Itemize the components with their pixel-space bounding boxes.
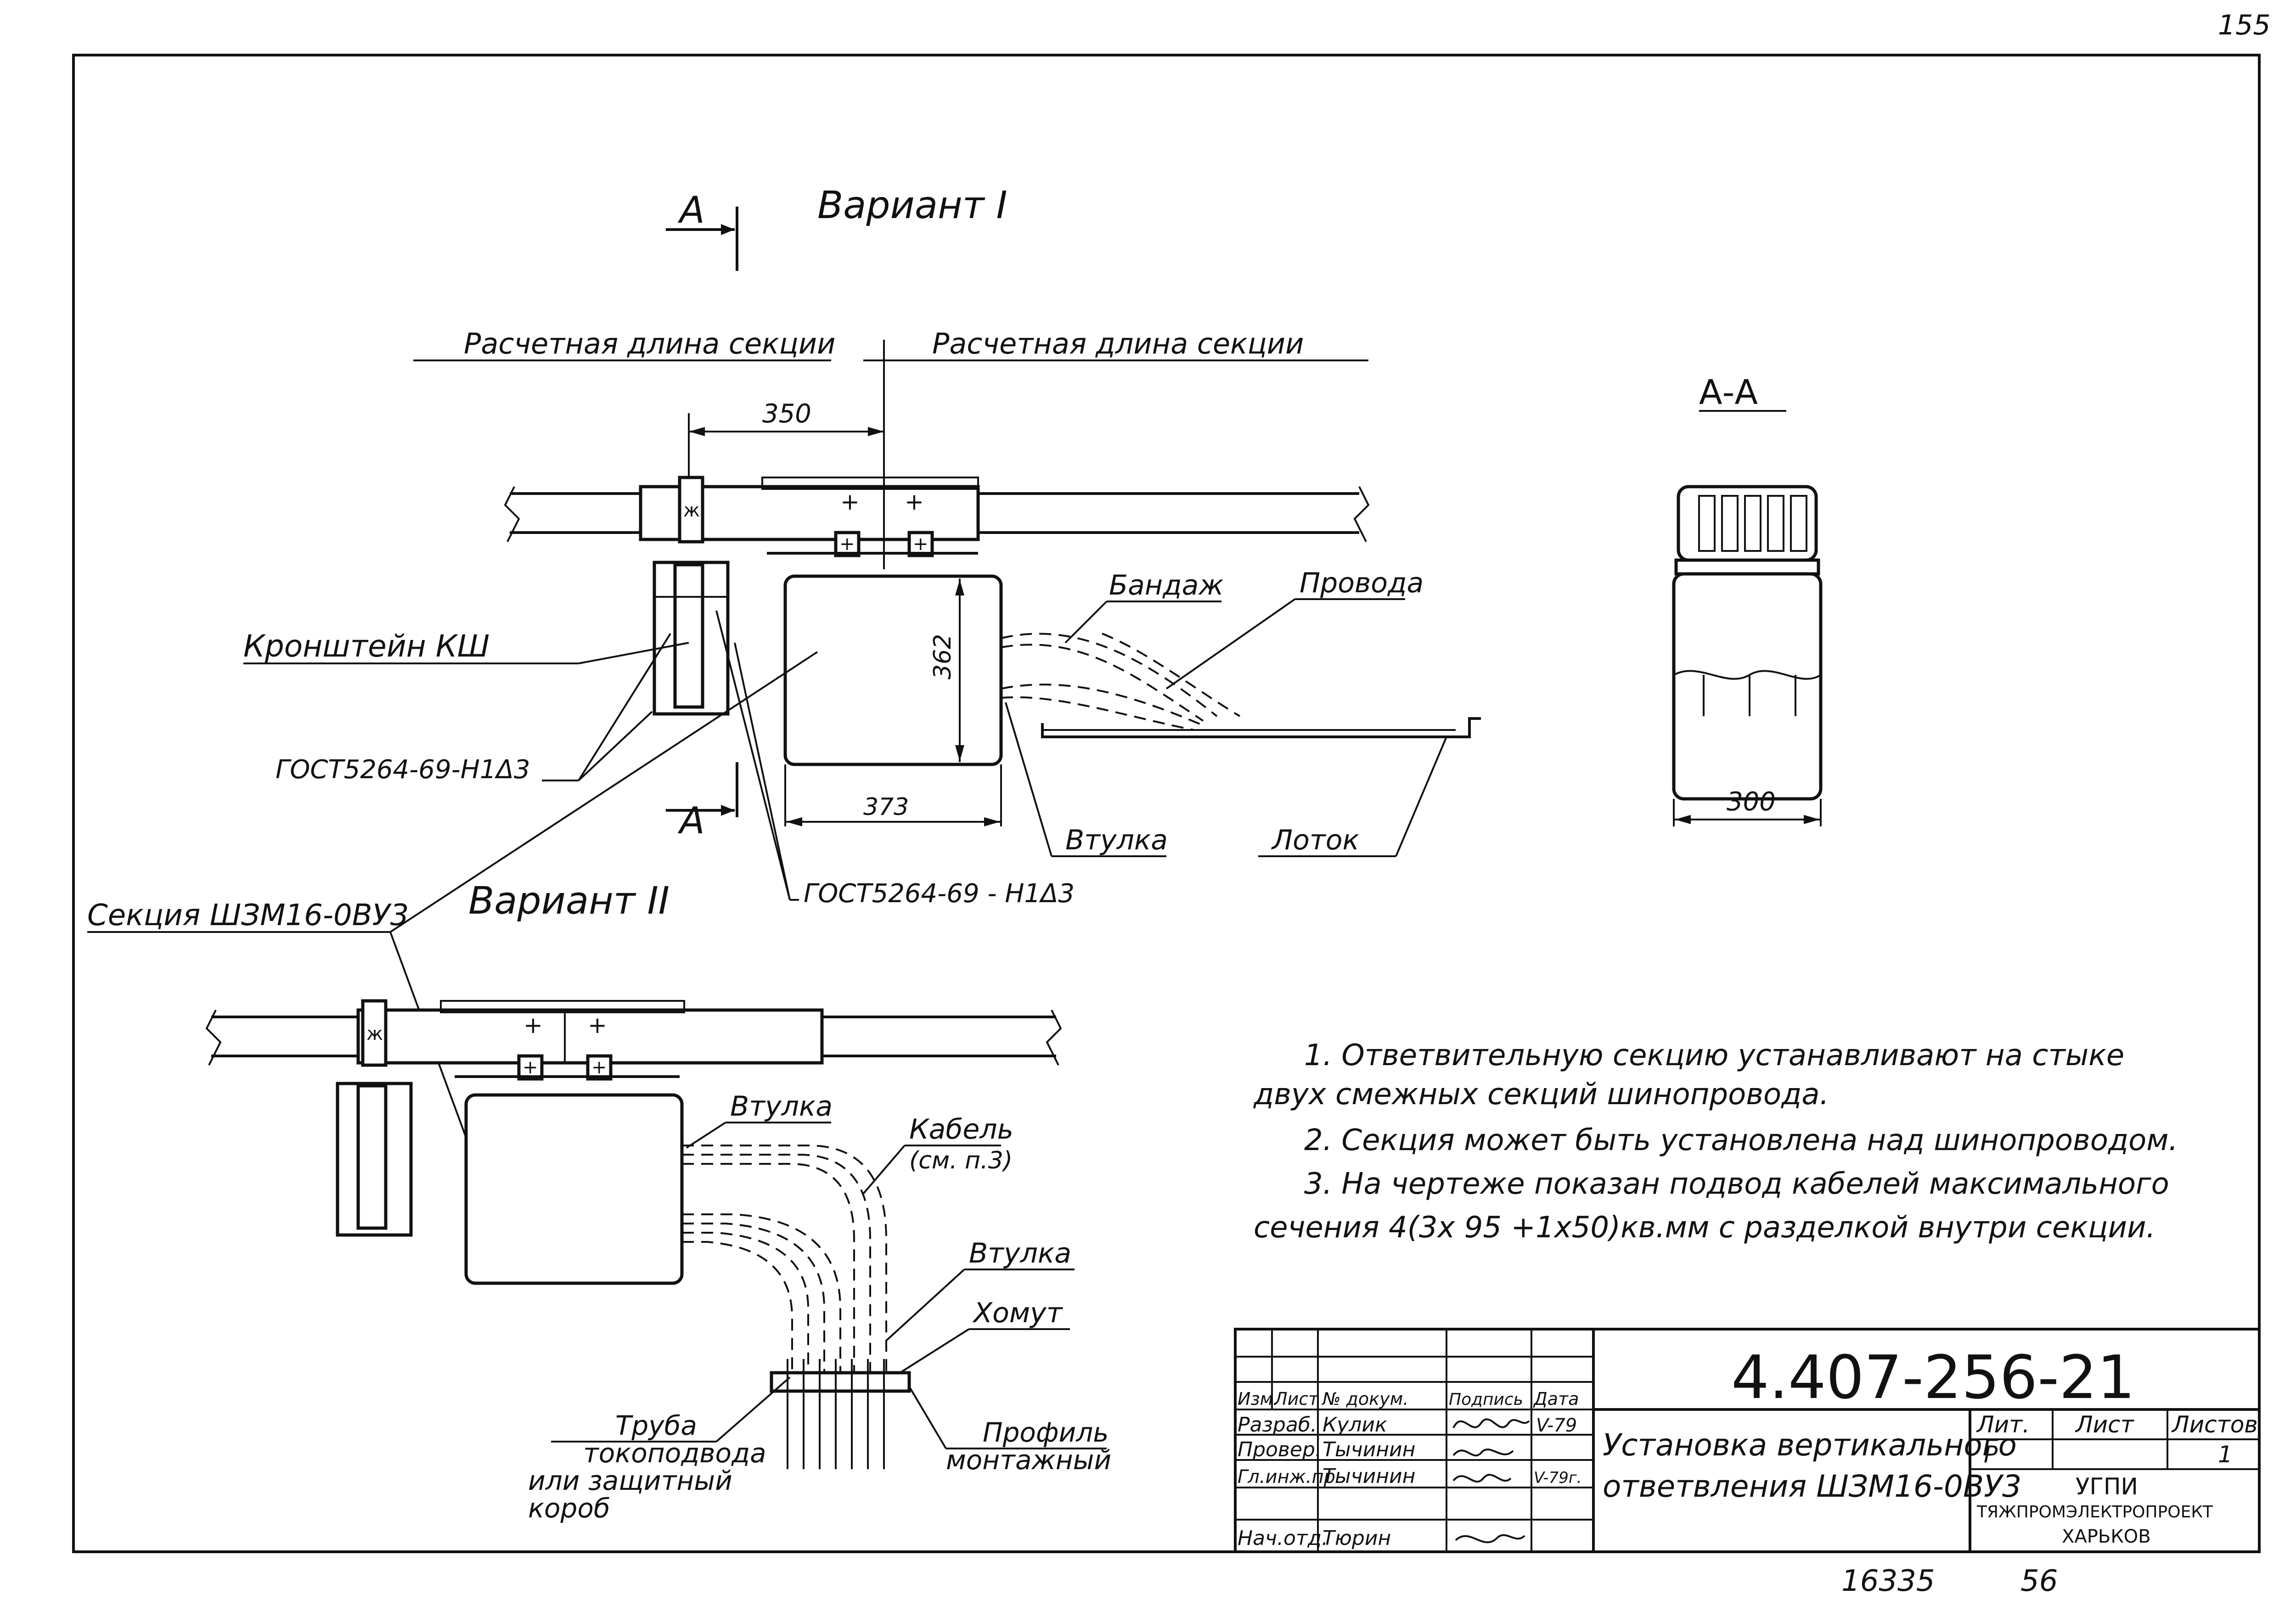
notes-block: 1. Ответвительную секцию устанавливают н… bbox=[1253, 1039, 2178, 1245]
label-wires: Провода bbox=[1300, 567, 1424, 599]
svg-text:ж: ж bbox=[366, 1023, 383, 1044]
note-line-3: 2. Секция может быть установлена над шин… bbox=[1304, 1123, 2178, 1157]
svg-text:+: + bbox=[913, 533, 929, 555]
label-pipe-3: или защитный bbox=[528, 1465, 732, 1496]
dim-373: 373 bbox=[863, 793, 909, 821]
svg-text:+: + bbox=[839, 533, 855, 555]
bracket-clamp bbox=[678, 476, 704, 544]
section-body bbox=[1672, 572, 1823, 801]
label-bracket-ksh: Кронштейн КШ bbox=[243, 629, 490, 664]
tb-header-sign: Подпись bbox=[1449, 1390, 1523, 1409]
label-cable: Кабель bbox=[909, 1113, 1013, 1145]
svg-text:+: + bbox=[905, 488, 924, 515]
note-line-1: 1. Ответвительную секцию устанавливают н… bbox=[1304, 1039, 2124, 1072]
tap-off-box-2 bbox=[464, 1093, 684, 1285]
lit-value: Р bbox=[1984, 1441, 1998, 1468]
note-line-5: сечения 4(3x 95 +1x50)кв.мм с разделкой … bbox=[1254, 1211, 2155, 1245]
sheets-value: 1 bbox=[2218, 1441, 2233, 1468]
label-section-shzm: Секция ШЗМ16-0ВУ3 bbox=[87, 898, 409, 932]
tb-row3-role: Гл.инж.пр bbox=[1238, 1466, 1335, 1488]
section-mark-top: A bbox=[677, 189, 705, 231]
tb-header-doc: № докум. bbox=[1322, 1389, 1408, 1409]
tb-header-izm: Изм. bbox=[1238, 1389, 1278, 1409]
label-sleeve-top: Втулка bbox=[730, 1090, 833, 1123]
section-a-a-title: А-А bbox=[1699, 373, 1758, 412]
tb-row1-name: Кулик bbox=[1322, 1413, 1387, 1437]
label-clamp: Хомут bbox=[972, 1297, 1064, 1329]
weld-note-2: ГОСТ5264-69 - Н1Δ3 bbox=[804, 879, 1075, 909]
tb-row2-name: Тычинин bbox=[1322, 1438, 1415, 1461]
signature-1 bbox=[1452, 1418, 1530, 1428]
doc-title-line-2: ответвления ШЗМ16-0ВУ3 bbox=[1603, 1469, 2021, 1504]
tb-row3-name: Тычинин bbox=[1322, 1465, 1415, 1488]
sheet-frame bbox=[72, 54, 2261, 1553]
label-sleeve: Втулка bbox=[1065, 824, 1168, 856]
footer-right-number: 56 bbox=[2020, 1564, 2058, 1598]
length-label-left: Расчетная длина секции bbox=[464, 327, 835, 360]
dim-300: 300 bbox=[1727, 787, 1776, 817]
signature-4 bbox=[1455, 1534, 1525, 1544]
tb-header-list: Лист bbox=[1273, 1389, 1319, 1409]
svg-text:ж: ж bbox=[683, 500, 700, 521]
label-pipe-4: короб bbox=[528, 1493, 610, 1524]
svg-text:+: + bbox=[591, 1057, 607, 1078]
footer-left-number: 16335 bbox=[1841, 1564, 1935, 1598]
mounting-profile bbox=[770, 1371, 911, 1393]
org-line-1: УГПИ bbox=[2076, 1473, 2138, 1500]
label-sleeve-bottom: Втулка bbox=[969, 1237, 1071, 1269]
label-pipe-1: Труба bbox=[615, 1410, 697, 1441]
tb-row3-date: V-79г. bbox=[1534, 1469, 1582, 1487]
label-cable-ref: (см. п.3) bbox=[909, 1147, 1013, 1174]
note-line-4: 3. На чертеже показан подвод кабелей мак… bbox=[1304, 1167, 2169, 1201]
variant-1-view: A Вариант I Расчетная длина секции Расче… bbox=[243, 184, 1481, 909]
weld-note-1: ГОСТ5264-69-Н1Δ3 bbox=[276, 755, 530, 785]
tb-row1-role: Разраб. bbox=[1238, 1413, 1317, 1437]
section-mark-bottom: A bbox=[677, 799, 705, 842]
doc-title-line-1: Установка вертикального bbox=[1603, 1427, 2017, 1463]
variant-2-view: Вариант II Секция ШЗМ16-0ВУ3 + + + + ж bbox=[87, 651, 1111, 1524]
cables-dashed bbox=[682, 1145, 887, 1377]
signature-3 bbox=[1452, 1474, 1512, 1483]
sheet-label: Лист bbox=[2075, 1411, 2135, 1438]
dim-362: 362 bbox=[929, 634, 957, 679]
org-line-3: ХАРЬКОВ bbox=[2062, 1526, 2151, 1547]
svg-text:+: + bbox=[588, 1012, 607, 1039]
length-label-right: Расчетная длина секции bbox=[932, 327, 1304, 360]
label-tray: Лоток bbox=[1271, 824, 1359, 856]
svg-text:+: + bbox=[523, 1057, 538, 1078]
tb-row4-role: Нач.отд. bbox=[1238, 1527, 1328, 1550]
org-line-2: ТЯЖПРОМЭЛЕКТРОПРОЕКТ bbox=[1976, 1503, 2213, 1521]
label-bandage: Бандаж bbox=[1109, 569, 1223, 601]
label-profile-2: монтажный bbox=[946, 1444, 1111, 1476]
tb-row2-role: Провер. bbox=[1238, 1438, 1322, 1461]
signature-2 bbox=[1452, 1448, 1514, 1457]
sheets-label: Листов bbox=[2171, 1411, 2258, 1438]
svg-text:+: + bbox=[840, 488, 860, 515]
tap-off-box bbox=[783, 574, 1003, 766]
cable-tray bbox=[1041, 717, 1481, 738]
label-profile-1: Профиль bbox=[983, 1417, 1109, 1448]
variant-2-title: Вариант II bbox=[468, 879, 670, 923]
lit-label: Лит. bbox=[1976, 1411, 2030, 1438]
section-a-a-view: А-А 300 bbox=[1672, 373, 1823, 826]
variant-1-title: Вариант I bbox=[817, 184, 1007, 227]
label-pipe-2: токоподвода bbox=[583, 1437, 766, 1469]
svg-text:+: + bbox=[523, 1012, 543, 1039]
wires-dashed bbox=[1001, 633, 1218, 717]
tb-row4-name: Тюрин bbox=[1322, 1527, 1391, 1550]
doc-code: 4.407-256-21 bbox=[1731, 1342, 2135, 1412]
tb-row1-date: V-79 bbox=[1536, 1415, 1577, 1436]
dim-350: 350 bbox=[762, 399, 811, 429]
note-line-2: двух смежных секций шинопровода. bbox=[1253, 1078, 1829, 1112]
title-block: Изм. Лист № докум. Подпись Дата Разраб. … bbox=[1234, 1328, 2261, 1553]
tb-header-date: Дата bbox=[1533, 1389, 1579, 1409]
corner-sheet-number: 155 bbox=[2218, 9, 2271, 41]
